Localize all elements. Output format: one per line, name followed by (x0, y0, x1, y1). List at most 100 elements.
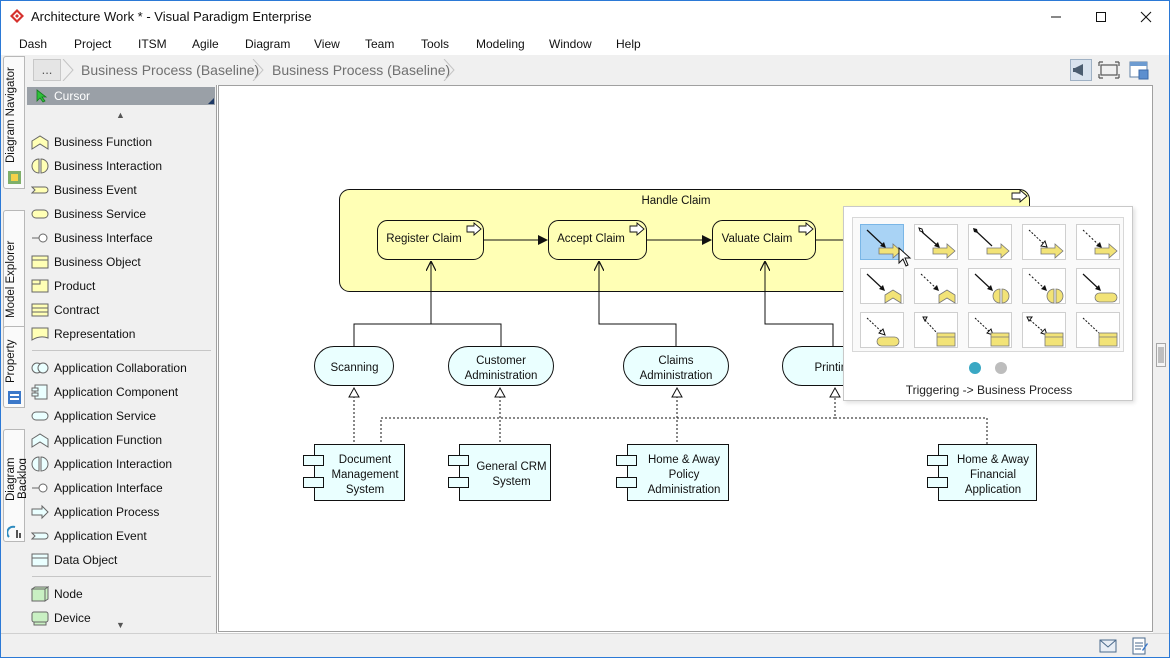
palette-item-business-function[interactable]: Business Function (26, 131, 215, 153)
palette-item-application-interaction[interactable]: Application Interaction (26, 453, 215, 475)
composition-business-process-option[interactable] (968, 224, 1012, 260)
breadcrumb-item[interactable]: Business Process (Baseline) (272, 62, 451, 78)
menu-agile[interactable]: Agile (192, 37, 219, 51)
palette-item-label: Business Object (54, 255, 141, 269)
menu-modeling[interactable]: Modeling (476, 37, 525, 51)
access-business-process-option[interactable] (1022, 224, 1066, 260)
composition-business-process-icon (973, 228, 1010, 259)
menu-itsm[interactable]: ITSM (138, 37, 167, 51)
serving-relation[interactable] (353, 262, 431, 346)
access-readwrite-business-object-option[interactable] (1022, 312, 1066, 348)
application-interaction-icon (31, 456, 49, 472)
palette-item-application-interface[interactable]: Application Interface (26, 477, 215, 499)
palette-item-business-service[interactable]: Business Service (26, 203, 215, 225)
triggering-business-process-option[interactable] (860, 224, 904, 260)
triggering-business-service-option[interactable] (1076, 268, 1120, 304)
triggering-business-process-icon (866, 229, 902, 259)
palette-item-label: Application Process (54, 505, 160, 519)
announcement-icon[interactable] (1070, 59, 1092, 81)
notes-icon[interactable] (1131, 637, 1149, 655)
palette-item-application-process[interactable]: Application Process (26, 501, 215, 523)
serving-relation[interactable] (765, 262, 834, 346)
breadcrumb-item[interactable]: Business Process (Baseline) (81, 62, 260, 78)
menu-diagram[interactable]: Diagram (245, 37, 291, 51)
mail-icon[interactable] (1099, 639, 1117, 653)
palette-item-label: Application Interface (54, 481, 163, 495)
association-business-object-option[interactable] (1076, 312, 1120, 348)
popup-page-dot[interactable] (995, 362, 1007, 374)
serving-relation[interactable] (599, 262, 677, 346)
breadcrumb: ... Business Process (Baseline) Business… (1, 55, 1169, 85)
access-business-object-icon (922, 316, 956, 347)
tab-diagram-backlog[interactable]: Diagram Backlog (3, 429, 29, 542)
popup-page-dot-active[interactable] (969, 362, 981, 374)
menu-help[interactable]: Help (616, 37, 641, 51)
accept-claim-process[interactable] (548, 220, 647, 260)
minimize-button[interactable] (1033, 1, 1079, 32)
palette-item-product[interactable]: Product (26, 275, 215, 297)
claims-administration-service[interactable] (623, 346, 729, 386)
triggering-business-interaction-option[interactable] (968, 268, 1012, 304)
diagram-canvas[interactable]: Handle Claim Register Claim Accept Claim… (218, 85, 1153, 632)
valuate-claim-process[interactable] (712, 220, 816, 260)
scroll-up-icon[interactable]: ▲ (116, 110, 125, 120)
palette-item-contract[interactable]: Contract (26, 299, 215, 321)
fit-diagram-icon[interactable] (1098, 59, 1120, 81)
palette-item-application-event[interactable]: Application Event (26, 525, 215, 547)
general-crm-component[interactable] (448, 444, 551, 501)
palette-item-application-collaboration[interactable]: Application Collaboration (26, 357, 215, 379)
menu-team[interactable]: Team (365, 37, 395, 51)
palette-item-label: Application Event (54, 529, 147, 543)
maximize-button[interactable] (1078, 1, 1124, 32)
palette-item-application-component[interactable]: Application Component (26, 381, 215, 403)
palette-item-business-interaction[interactable]: Business Interaction (26, 155, 215, 177)
palette-item-application-service[interactable]: Application Service (26, 405, 215, 427)
general-crm-label: General CRM System (476, 461, 547, 488)
policy-administration-component[interactable] (616, 444, 729, 501)
palette-item-device[interactable]: Device (26, 607, 215, 629)
influence-business-function-option[interactable] (914, 268, 958, 304)
scanning-service[interactable] (314, 346, 394, 386)
access-application-service-option[interactable] (860, 312, 904, 348)
access-business-object-option[interactable] (914, 312, 958, 348)
palette-item-business-event[interactable]: Business Event (26, 179, 215, 201)
document-management-component[interactable] (303, 444, 405, 501)
register-claim-process[interactable] (377, 220, 484, 260)
customer-administration-service[interactable] (448, 346, 554, 386)
flow-business-process-option[interactable] (914, 224, 958, 260)
palette-item-label: Application Collaboration (54, 361, 187, 375)
access-application-service-icon (866, 317, 900, 347)
tab-diagram-navigator[interactable]: Diagram Navigator (3, 56, 25, 189)
association-business-object-icon (1082, 317, 1118, 347)
triggering-business-function-option[interactable] (860, 268, 904, 304)
diagram-properties-icon[interactable] (1128, 59, 1150, 81)
access-write-business-object-option[interactable] (968, 312, 1012, 348)
menu-dash[interactable]: Dash (19, 37, 48, 51)
influence-business-process-option[interactable] (1076, 224, 1120, 260)
close-button[interactable] (1123, 1, 1169, 32)
access-business-process-icon (1028, 229, 1064, 259)
realization-relation[interactable] (835, 417, 988, 446)
menu-project[interactable]: Project (74, 37, 112, 51)
financial-application-component[interactable] (927, 444, 1037, 501)
menu-window[interactable]: Window (549, 37, 592, 51)
influence-business-interaction-option[interactable] (1022, 268, 1066, 304)
palette-item-data-object[interactable]: Data Object (26, 549, 215, 571)
contract-icon (31, 303, 49, 317)
business-service-icon (31, 209, 49, 219)
palette-item-node[interactable]: Node (26, 583, 215, 605)
serving-relation[interactable] (431, 323, 502, 346)
menu-tools[interactable]: Tools (421, 37, 450, 51)
chevron-right-icon (252, 59, 264, 81)
realization-relation[interactable] (380, 397, 836, 446)
palette-cursor[interactable]: Cursor (27, 87, 215, 105)
panel-splitter-icon[interactable] (1156, 343, 1166, 367)
tab-property[interactable]: Property (3, 326, 25, 408)
palette-item-business-object[interactable]: Business Object (26, 251, 215, 273)
scroll-down-icon[interactable]: ▼ (116, 620, 125, 630)
palette-item-application-function[interactable]: Application Function (26, 429, 215, 451)
palette-item-business-interface[interactable]: Business Interface (26, 227, 215, 249)
breadcrumb-more-button[interactable]: ... (33, 59, 61, 81)
menu-view[interactable]: View (314, 37, 340, 51)
palette-item-representation[interactable]: Representation (26, 323, 215, 345)
